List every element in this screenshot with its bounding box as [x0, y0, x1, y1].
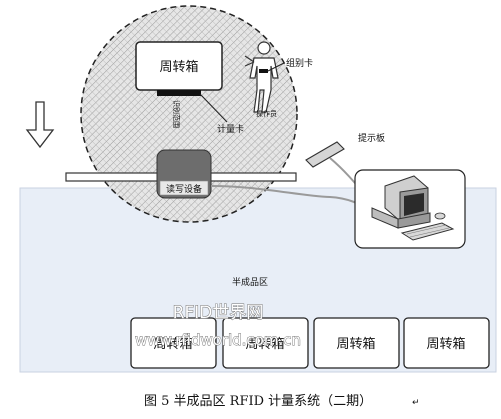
- top-crate-label: 周转箱: [159, 59, 198, 75]
- bottom-crate: [222, 317, 309, 369]
- display-board-label: 提示板: [358, 132, 385, 144]
- down-arrow-icon: [25, 101, 55, 149]
- watermark-url: www.rfidworld.com.cn: [135, 331, 301, 349]
- operator-label: 操作员: [256, 109, 277, 118]
- bottom-crate-label: 周转箱: [245, 336, 284, 352]
- bottom-crate-label: 周转箱: [153, 336, 192, 352]
- bottom-crates: 周转箱 周转箱 周转箱 周转箱: [130, 317, 490, 369]
- read-range-label: 识别范围: [172, 100, 181, 128]
- figure-caption: 图 5 半成品区 RFID 计量系统（二期）: [144, 394, 372, 409]
- zone-label: 半成品区: [232, 276, 268, 288]
- computer-icon: [371, 175, 455, 241]
- counting-card: [157, 90, 201, 96]
- group-card-label: 组别卡: [286, 57, 313, 69]
- operator-figure: [244, 41, 279, 113]
- display-board: [305, 141, 345, 168]
- reader-label: 读写设备: [166, 183, 202, 195]
- counting-card-label: 计量卡: [217, 123, 244, 135]
- return-mark-icon: ↵: [412, 398, 420, 408]
- bottom-crate: [313, 317, 400, 369]
- bottom-crate: [130, 317, 217, 369]
- bottom-crate: [403, 317, 490, 369]
- bottom-crate-label: 周转箱: [426, 336, 465, 352]
- watermark-title: RFID世界网: [173, 303, 264, 323]
- bottom-crate-label: 周转箱: [336, 336, 375, 352]
